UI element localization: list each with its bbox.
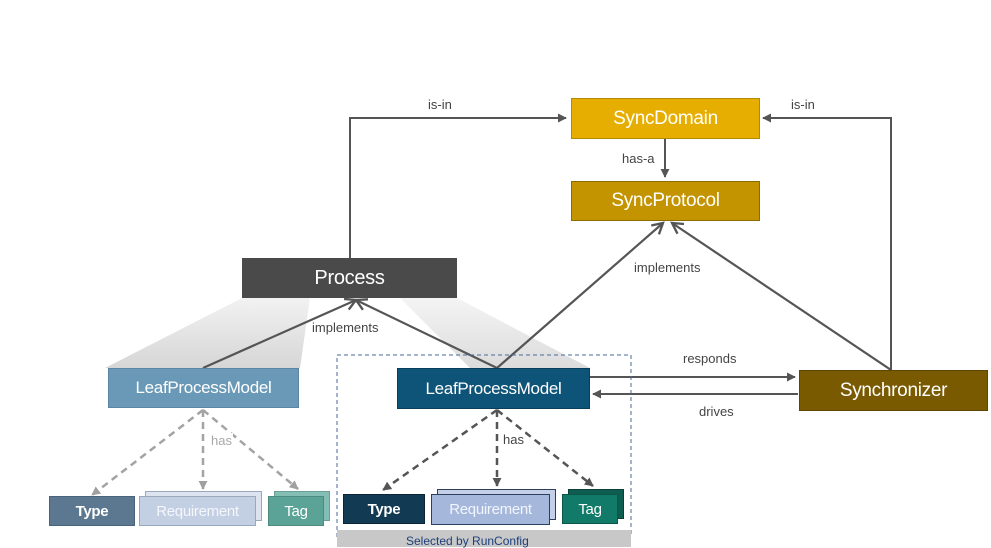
edge-leaf-right-implements-process — [356, 300, 498, 369]
node-synchronizer[interactable]: Synchronizer — [799, 370, 988, 411]
node-sync-domain[interactable]: SyncDomain — [571, 98, 760, 139]
edge-leaf-left-implements-process — [202, 300, 356, 370]
edge-synchronizer-implements-protocol — [672, 223, 892, 371]
selection-caption-bar — [337, 530, 631, 547]
node-requirement-left[interactable]: Requirement — [139, 496, 256, 526]
node-sync-protocol[interactable]: SyncProtocol — [571, 181, 760, 221]
node-type-right[interactable]: Type — [343, 494, 425, 524]
label-has-right: has — [502, 432, 525, 447]
node-type-left[interactable]: Type — [49, 496, 135, 526]
shade-right — [400, 298, 590, 368]
edge-process-is-in — [349, 113, 567, 258]
edge-synchronizer-is-in — [762, 113, 892, 370]
label-has-left: has — [210, 433, 233, 448]
selection-caption: Selected by RunConfig — [406, 534, 529, 548]
edge-has-left-tag — [202, 409, 299, 490]
label-implements-protocol: implements — [634, 260, 701, 275]
node-process[interactable]: Process — [242, 258, 457, 298]
label-responds: responds — [683, 351, 737, 366]
label-implements-process: implements — [312, 320, 379, 335]
label-process-is-in: is-in — [428, 97, 452, 112]
shade-left — [105, 298, 310, 368]
edge-has-right-tag — [496, 409, 594, 487]
label-drives: drives — [699, 404, 734, 419]
node-tag-right[interactable]: Tag — [562, 494, 618, 524]
label-has-a: has-a — [622, 151, 655, 166]
node-tag-left[interactable]: Tag — [268, 496, 324, 526]
edge-leaf-implements-protocol — [496, 223, 663, 369]
node-leaf-process-model-right[interactable]: LeafProcessModel — [397, 368, 590, 409]
edge-has-right-type — [382, 408, 498, 492]
node-requirement-right[interactable]: Requirement — [431, 494, 550, 525]
node-leaf-process-model-left[interactable]: LeafProcessModel — [108, 368, 299, 408]
edge-has-left-type — [91, 409, 204, 496]
label-synchronizer-is-in: is-in — [791, 97, 815, 112]
